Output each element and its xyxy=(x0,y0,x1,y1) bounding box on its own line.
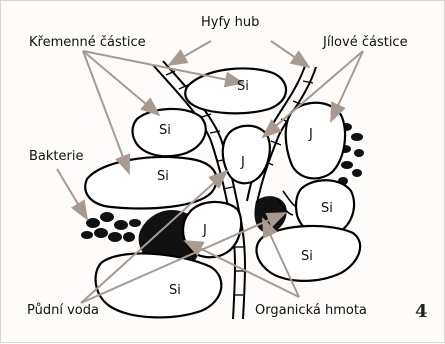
arrow-hyphae-right xyxy=(271,41,309,67)
particle-label-si-upper-left: Si xyxy=(159,123,171,138)
arrow-bacteria xyxy=(57,169,87,219)
arrow-hyphae-left xyxy=(169,41,211,65)
particle-label-j-right: J xyxy=(309,127,313,142)
particle-label-j-left: J xyxy=(241,155,245,170)
label-hyphae: Hyfy hub xyxy=(201,15,259,30)
label-organic-matter: Organická hmota xyxy=(255,303,367,318)
label-quartz: Křemenné částice xyxy=(29,35,146,50)
particle-label-si-middle-left: Si xyxy=(157,169,169,184)
figure-number: 4 xyxy=(415,301,428,322)
particle-label-si-top: Si xyxy=(237,79,249,94)
bacteria-cluster-left xyxy=(81,212,141,242)
clay-particle-left xyxy=(223,126,270,184)
label-soil-water: Půdní voda xyxy=(27,303,99,318)
arrow-clay-2 xyxy=(331,51,363,121)
arrow-quartz-3 xyxy=(83,51,243,83)
particle-label-si-bottom: Si xyxy=(169,283,181,298)
label-bacteria: Bakterie xyxy=(29,149,83,164)
clay-particle-bottom xyxy=(183,202,241,257)
clay-particle-right xyxy=(286,103,345,179)
particle-label-si-bottom-right: Si xyxy=(301,249,313,264)
quartz-particle-middle-left xyxy=(85,157,216,208)
particle-label-si-right-small: Si xyxy=(321,201,333,216)
particle-label-j-bottom: J xyxy=(203,223,207,238)
label-clay-particles: Jílové částice xyxy=(323,35,408,50)
quartz-particle-bottom xyxy=(96,253,222,317)
